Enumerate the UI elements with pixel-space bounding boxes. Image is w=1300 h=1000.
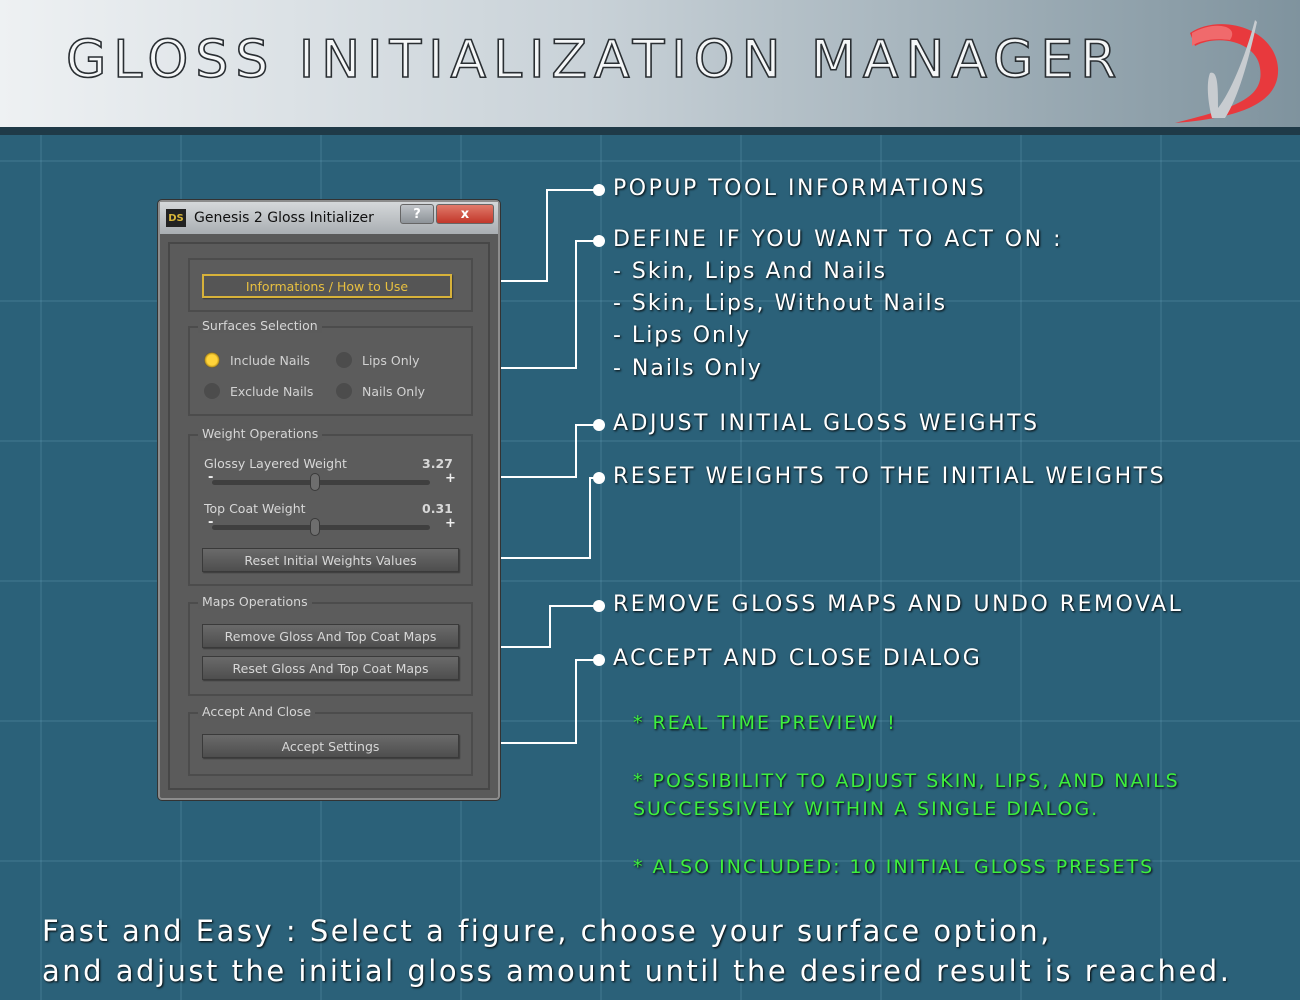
group-title: Maps Operations: [198, 594, 312, 609]
gloss-initializer-dialog: DS Genesis 2 Gloss Initializer ? x Infor…: [158, 200, 500, 800]
footer-line: and adjust the initial gloss amount unti…: [42, 954, 1232, 988]
slider-handle[interactable]: [309, 518, 320, 536]
group-title: Accept And Close: [198, 704, 316, 719]
decrement-icon[interactable]: -: [208, 515, 214, 530]
weight-operations-group: Weight Operations Glossy Layered Weight …: [188, 426, 473, 586]
topcoat-weight-slider[interactable]: [212, 518, 430, 536]
dialog-body: Informations / How to Use Surfaces Selec…: [168, 242, 490, 790]
annotation-define: DEFINE IF YOU WANT TO ACT ON :: [613, 227, 1063, 252]
feature-presets: * ALSO INCLUDED: 10 INITIAL GLOSS PRESET…: [633, 856, 1155, 878]
topcoat-weight-label: Top Coat Weight: [204, 501, 306, 516]
daz-studio-icon: DS: [166, 209, 186, 227]
feature-realtime: * REAL TIME PREVIEW !: [633, 712, 897, 734]
accept-close-group: Accept And Close Accept Settings: [188, 704, 473, 776]
close-button[interactable]: x: [436, 204, 494, 224]
annotation-popup: POPUP TOOL INFORMATIONS: [613, 176, 987, 201]
brand-logo-icon: [1175, 20, 1279, 124]
topcoat-weight-value: 0.31: [422, 501, 453, 516]
group-title: Weight Operations: [198, 426, 323, 441]
header-banner: GLOSS INITIALIZATION MANAGER: [0, 0, 1300, 135]
maps-operations-group: Maps Operations Remove Gloss And Top Coa…: [188, 594, 473, 696]
annotation-remove: REMOVE GLOSS MAPS AND UNDO REMOVAL: [613, 592, 1184, 617]
decrement-icon[interactable]: -: [208, 470, 214, 485]
radio-nails-only[interactable]: Nails Only: [336, 383, 425, 399]
feature-adjust-cont: SUCCESSIVELY WITHIN A SINGLE DIALOG.: [633, 798, 1100, 820]
annotation-reset: RESET WEIGHTS TO THE INITIAL WEIGHTS: [613, 464, 1167, 489]
help-button[interactable]: ?: [400, 204, 434, 224]
increment-icon[interactable]: +: [445, 471, 456, 486]
glossy-weight-value: 3.27: [422, 456, 453, 471]
group-title: Surfaces Selection: [198, 318, 322, 333]
informations-button[interactable]: Informations / How to Use: [202, 274, 452, 298]
glossy-weight-label: Glossy Layered Weight: [204, 456, 347, 471]
radio-lips-only[interactable]: Lips Only: [336, 352, 420, 368]
footer-line: Fast and Easy : Select a figure, choose …: [42, 914, 1052, 948]
info-group: Informations / How to Use: [188, 258, 473, 312]
increment-icon[interactable]: +: [445, 516, 456, 531]
remove-maps-button[interactable]: Remove Gloss And Top Coat Maps: [202, 624, 459, 648]
reset-weights-button[interactable]: Reset Initial Weights Values: [202, 548, 459, 572]
annotation-accept: ACCEPT AND CLOSE DIALOG: [613, 646, 983, 671]
annotation-adjust: ADJUST INITIAL GLOSS WEIGHTS: [613, 411, 1040, 436]
define-item: - Skin, Lips And Nails: [613, 259, 888, 284]
define-item: - Nails Only: [613, 356, 763, 381]
define-item: - Lips Only: [613, 323, 752, 348]
surfaces-selection-group: Surfaces Selection Include Nails Lips On…: [188, 318, 473, 416]
slider-handle[interactable]: [309, 473, 320, 491]
dialog-title: Genesis 2 Gloss Initializer: [194, 210, 374, 226]
define-item: - Skin, Lips, Without Nails: [613, 291, 948, 316]
radio-include-nails[interactable]: Include Nails: [204, 352, 310, 368]
radio-exclude-nails[interactable]: Exclude Nails: [204, 383, 313, 399]
page-title: GLOSS INITIALIZATION MANAGER: [65, 29, 1124, 91]
accept-settings-button[interactable]: Accept Settings: [202, 734, 459, 758]
glossy-weight-slider[interactable]: [212, 473, 430, 491]
reset-maps-button[interactable]: Reset Gloss And Top Coat Maps: [202, 656, 459, 680]
feature-adjust: * POSSIBILITY TO ADJUST SKIN, LIPS, AND …: [633, 770, 1180, 792]
